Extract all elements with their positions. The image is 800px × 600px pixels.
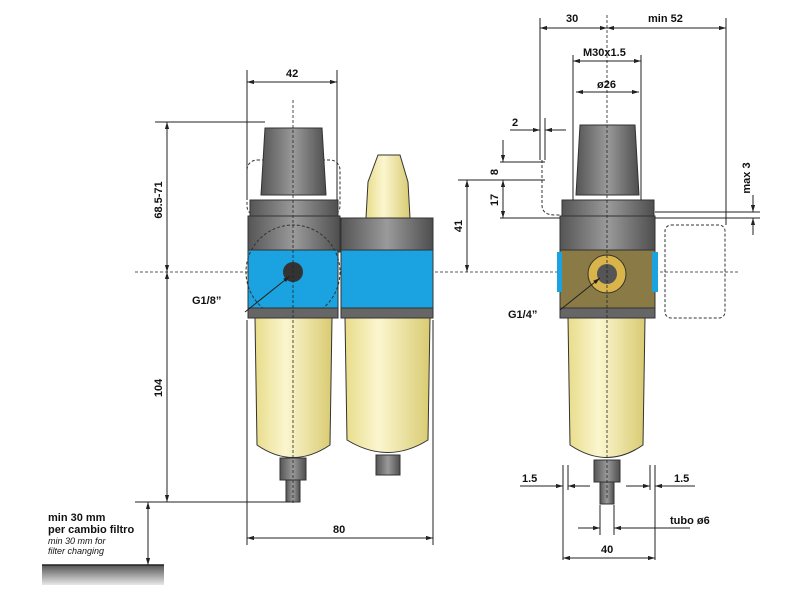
port-left-label: G1/8” [192, 295, 221, 307]
dimension-lines [135, 18, 760, 565]
port-right-label: G1/4” [508, 309, 537, 321]
note-line-1: min 30 mm [48, 512, 106, 524]
lubricator [340, 154, 434, 476]
dim-41: 41 [453, 220, 465, 232]
note-line-2: per cambio filtro [48, 524, 135, 536]
dim-min-52: min 52 [648, 13, 683, 25]
filter-bowl [254, 317, 333, 458]
dim-30: 30 [566, 13, 578, 25]
tube-label: tubo ø6 [670, 515, 710, 527]
dim-40: 40 [601, 544, 613, 556]
dim-68-71: 68.5-71 [153, 181, 165, 218]
dim-max-3: max 3 [741, 162, 753, 193]
floor-hatch [42, 565, 164, 585]
dim-diameter-26: ø26 [597, 79, 616, 91]
dim-gap-left: 1.5 [522, 473, 537, 485]
dim-17: 17 [489, 194, 501, 206]
dim-42: 42 [286, 68, 298, 80]
filter-regulator-front [245, 100, 341, 505]
filter-regulator-side [541, 15, 726, 505]
regulator-knob [260, 127, 327, 196]
dim-8: 8 [489, 169, 501, 175]
dim-gap-right: 1.5 [674, 473, 689, 485]
dim-thread: M30x1.5 [583, 47, 626, 59]
dim-104: 104 [153, 378, 165, 397]
note-line-4: filter changing [48, 546, 105, 556]
note-line-3: min 30 mm for [48, 536, 106, 546]
dim-80: 80 [333, 524, 345, 536]
dim-2: 2 [512, 117, 518, 129]
filter-change-note: min 30 mm per cambio filtro min 30 mm fo… [48, 512, 134, 556]
